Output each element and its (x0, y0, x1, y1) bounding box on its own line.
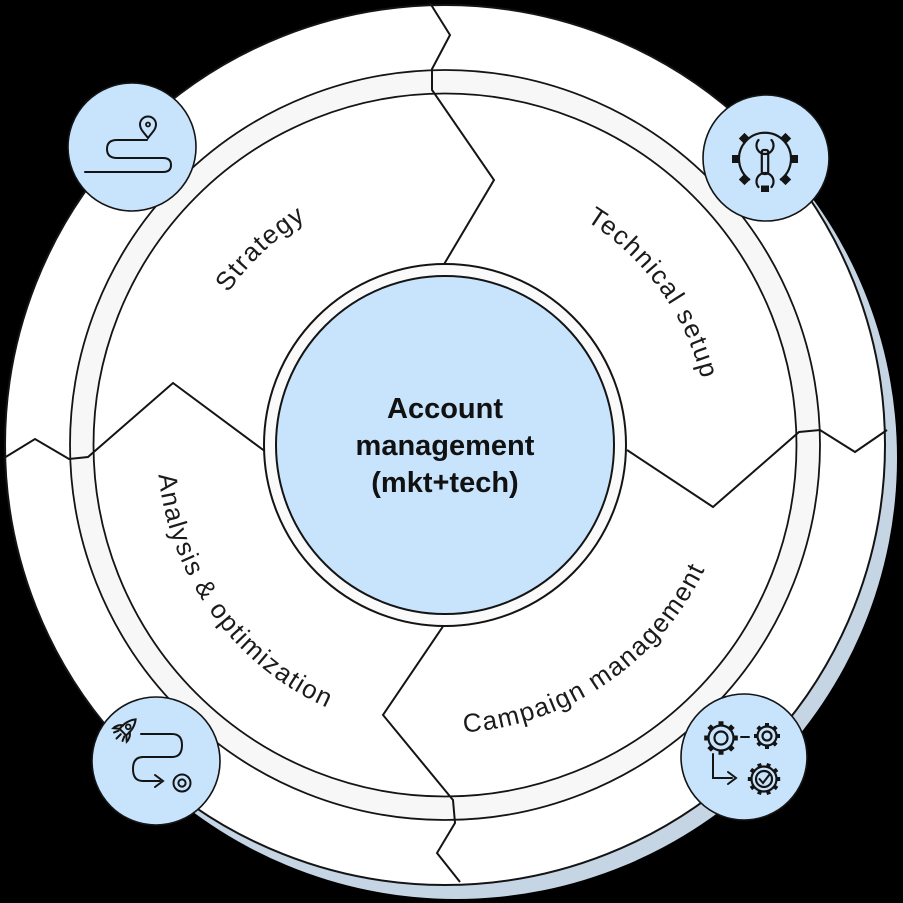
rocket-route-target-icon (91, 696, 221, 826)
center-title-line1: Account (387, 393, 503, 425)
divider-top-chevron (429, 2, 496, 267)
gears-workflow-check-icon (680, 693, 808, 821)
divider-right-chevron (626, 428, 888, 509)
gear-a-glyph (704, 721, 738, 755)
gear-outline (737, 131, 793, 181)
launch-route-line (131, 733, 184, 782)
workflow-elbow-arrow (712, 753, 733, 779)
center-title-line2: management (356, 430, 535, 462)
icon-circle-analysis-optimization (91, 696, 221, 826)
map-pin-glyph (138, 115, 158, 140)
divider-left-chevron (3, 381, 267, 461)
wrench-glyph (755, 138, 775, 189)
gear-wrench-icon (702, 94, 830, 222)
checkmark (758, 773, 771, 785)
icon-circle-strategy (67, 82, 197, 212)
icon-circle-campaign-management (680, 693, 808, 821)
gear-check-glyph (747, 762, 781, 796)
workflow-arrowhead (727, 771, 738, 785)
center-hub-circle (275, 275, 615, 615)
roadmap-pin-icon (67, 82, 197, 212)
route-arrowhead (154, 774, 165, 788)
gear-b-glyph (754, 723, 780, 749)
icon-circle-technical-setup (702, 94, 830, 222)
divider-bottom-chevron (381, 618, 461, 883)
rocket-glyph (111, 718, 137, 744)
gear-teeth-group (732, 132, 798, 192)
route-line (84, 139, 173, 173)
map-pin-dot (145, 121, 151, 128)
center-title-line3: (mkt+tech) (371, 467, 518, 499)
target-glyph (172, 773, 192, 793)
